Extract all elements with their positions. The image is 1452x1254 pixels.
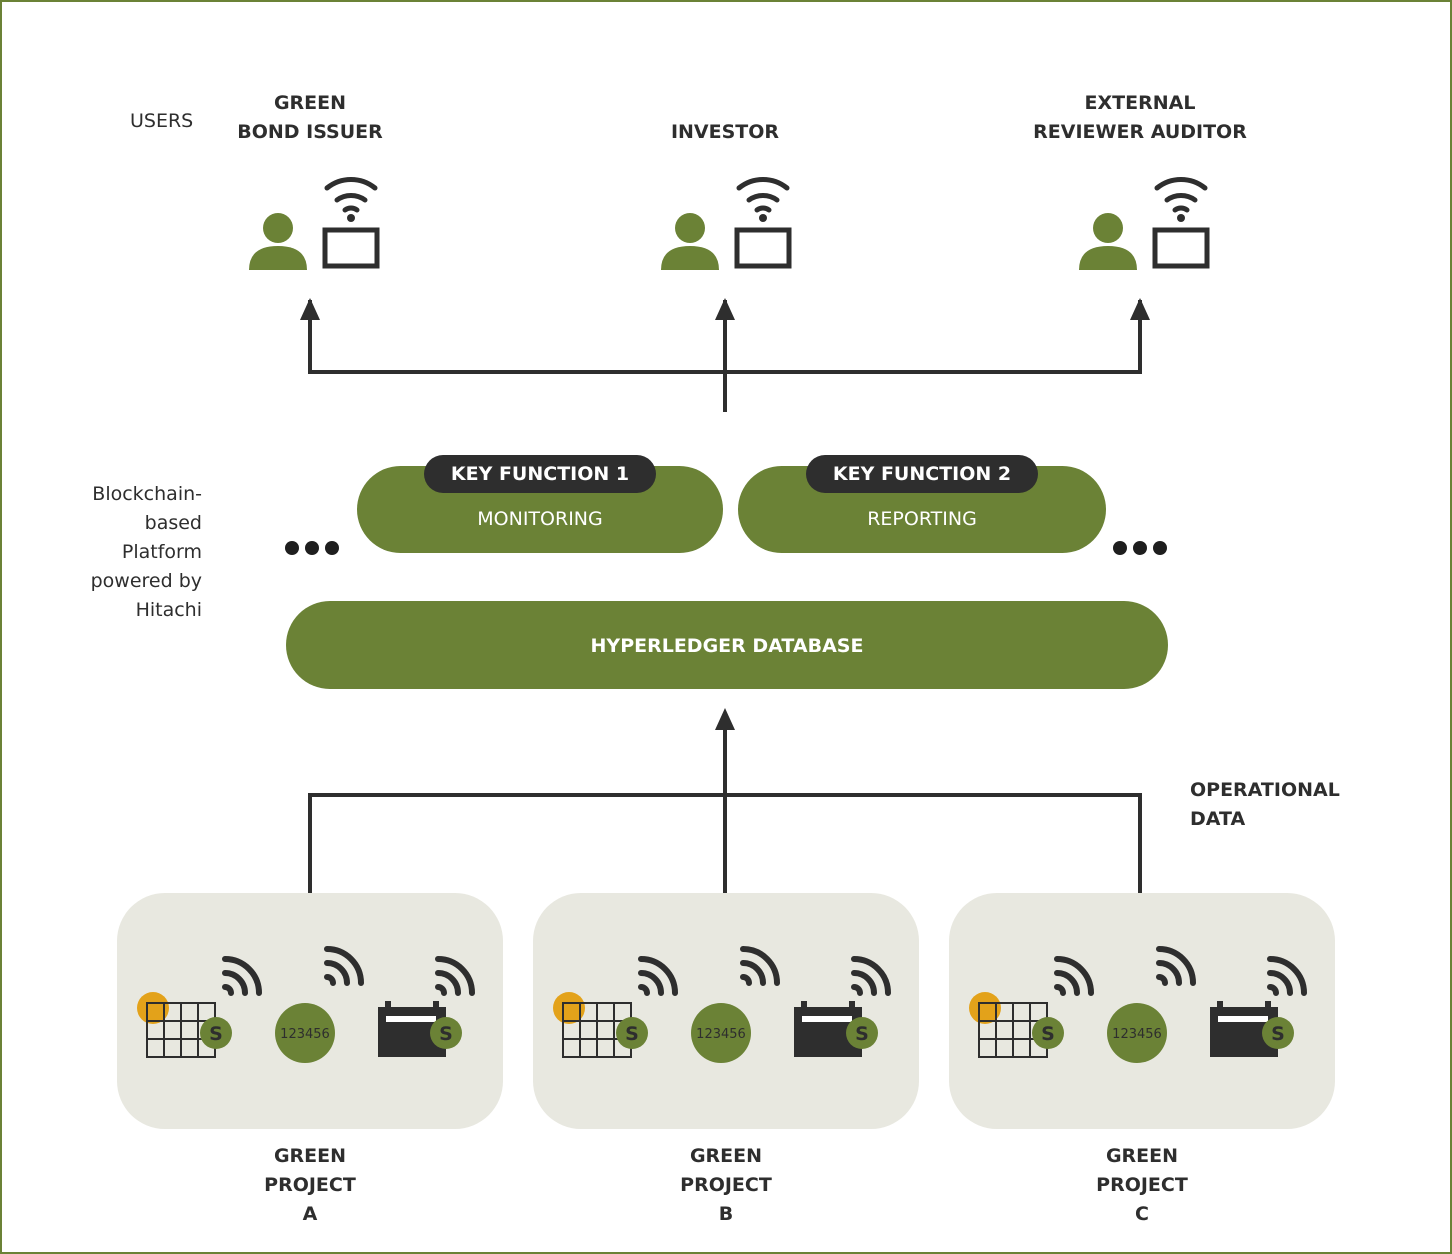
- sensor-badge-a1: S: [209, 1023, 223, 1045]
- arrow-up-database: [715, 708, 735, 730]
- key-function-1-tag: KEY FUNCTION 1: [424, 455, 656, 493]
- user-icon-investor: [661, 177, 792, 270]
- hyperledger-database: HYPERLEDGER DATABASE: [286, 601, 1168, 689]
- sensor-group-b: S 123456 S: [553, 946, 891, 1063]
- user-external-reviewer-label: EXTERNAL REVIEWER AUDITOR: [1033, 92, 1247, 143]
- user-investor-label: INVESTOR: [670, 121, 780, 143]
- arrow-up-auditor: [1130, 298, 1150, 320]
- meter-reading-b: 123456: [696, 1027, 746, 1042]
- project-b-label: GREEN PROJECT B: [680, 1145, 772, 1225]
- sensor-group-c: S 123456 S: [969, 946, 1307, 1063]
- arrow-up-investor: [715, 298, 735, 320]
- ellipsis-left: [285, 541, 339, 555]
- project-a-label: GREEN PROJECT A: [264, 1145, 356, 1225]
- key-function-1-label: MONITORING: [477, 508, 603, 530]
- user-green-bond-issuer-label: GREEN BOND ISSUER: [237, 92, 383, 143]
- key-function-2-tag: KEY FUNCTION 2: [806, 455, 1038, 493]
- user-icon-auditor: [1079, 177, 1210, 270]
- sensor-badge-c1: S: [1041, 1023, 1055, 1045]
- sensor-badge-b1: S: [625, 1023, 639, 1045]
- ellipsis-right: [1113, 541, 1167, 555]
- sensor-badge-b2: S: [855, 1023, 869, 1045]
- arrow-up-issuer: [300, 298, 320, 320]
- sensor-badge-a2: S: [439, 1023, 453, 1045]
- key-function-2-label: REPORTING: [867, 508, 977, 530]
- meter-reading-c: 123456: [1112, 1027, 1162, 1042]
- sensor-group-a: S 123456 S: [137, 946, 475, 1063]
- meter-reading-a: 123456: [280, 1027, 330, 1042]
- project-c-label: GREEN PROJECT C: [1096, 1145, 1188, 1225]
- platform-label: Blockchain- based Platform powered by Hi…: [90, 483, 202, 621]
- user-icon-issuer: [249, 177, 380, 270]
- operational-data-label: OPERATIONAL DATA: [1190, 779, 1340, 830]
- database-label: HYPERLEDGER DATABASE: [590, 635, 864, 657]
- users-label: USERS: [130, 110, 194, 132]
- sensor-badge-c2: S: [1271, 1023, 1285, 1045]
